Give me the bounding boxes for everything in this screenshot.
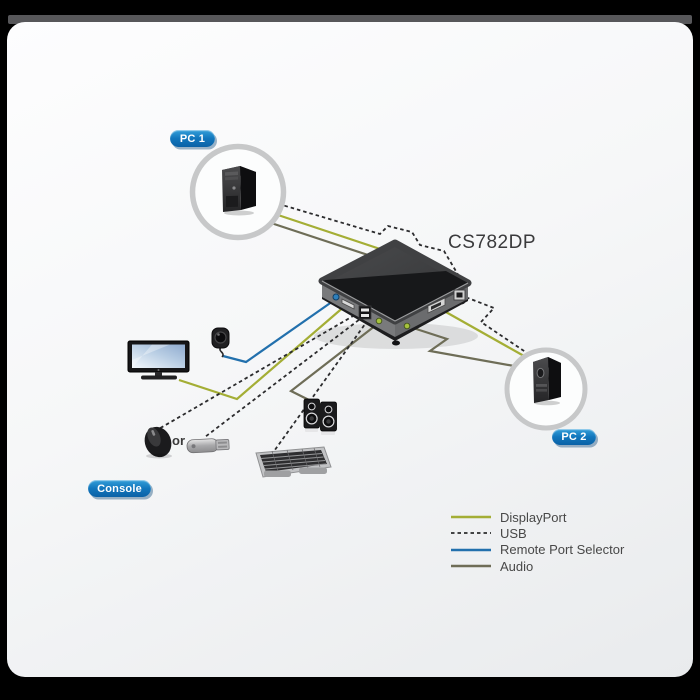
console-usb-mouse-line — [156, 311, 361, 431]
legend-row-audio: Audio — [450, 558, 624, 574]
legend-label: USB — [500, 525, 527, 541]
console-usb-receiver-line — [204, 315, 365, 438]
diagram-card — [7, 22, 693, 677]
console-usb-ports — [358, 305, 372, 320]
legend-label: Audio — [500, 558, 534, 574]
usb-receiver-icon — [186, 438, 230, 454]
keyboard-icon — [255, 446, 332, 478]
remote-selector-line — [222, 298, 337, 364]
pc2-audio-line — [406, 324, 515, 368]
remote-port-selector-icon — [211, 327, 230, 358]
mouse-icon — [144, 426, 172, 459]
pc2-displayport-line — [436, 306, 525, 357]
console-audio-port — [375, 317, 383, 325]
pc2-audio-port — [403, 322, 411, 330]
pc1-node — [189, 143, 287, 241]
console-badge: Console — [88, 480, 151, 497]
top-strip — [8, 15, 692, 24]
pc2-node — [504, 347, 588, 431]
console-displayport-line — [178, 304, 347, 401]
pc1-usb-line — [271, 201, 461, 279]
pc2-tower-icon — [533, 357, 561, 406]
legend-label: DisplayPort — [500, 509, 567, 525]
legend: DisplayPort USB Remote Port Selector Aud… — [450, 509, 624, 574]
pc2-badge: PC 2 — [552, 429, 596, 445]
connection-lines — [156, 201, 531, 455]
usb-line-swatch — [451, 532, 491, 535]
remote-selector-port — [332, 293, 340, 301]
displayport-line-swatch — [451, 515, 491, 519]
console-usb-keyboard-line — [271, 319, 369, 455]
legend-row-remote-port-selector: Remote Port Selector — [450, 542, 624, 558]
or-label: or — [172, 433, 185, 448]
legend-row-displayport: DisplayPort — [450, 509, 624, 525]
console-displayport-port — [341, 298, 355, 310]
kvm-switch — [318, 239, 472, 346]
audio-line-swatch — [451, 564, 491, 568]
remote-selector-line-swatch — [451, 548, 491, 551]
kvm-top-gloss — [322, 271, 468, 321]
monitor-icon — [127, 340, 190, 380]
pc1-badge: PC 1 — [170, 130, 215, 147]
legend-row-usb: USB — [450, 525, 624, 541]
legend-label: Remote Port Selector — [500, 542, 625, 558]
pc1-tower-icon — [222, 166, 256, 216]
speakers-icon — [303, 398, 337, 435]
pc2-usb-line — [459, 294, 531, 356]
model-label: CS782DP — [448, 232, 536, 253]
